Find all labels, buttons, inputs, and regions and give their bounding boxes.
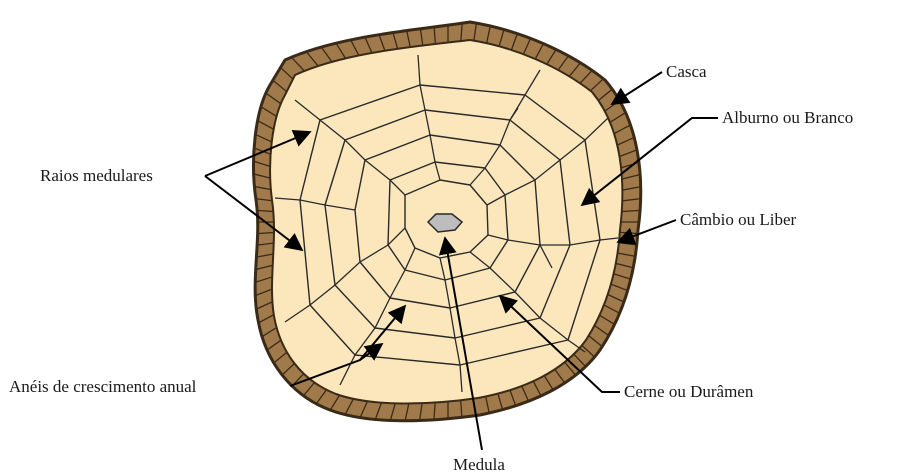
arrow-casca [612,72,662,104]
label-alburno: Alburno ou Branco [722,108,853,127]
label-cerne: Cerne ou Durâmen [624,382,754,401]
label-cambio: Câmbio ou Liber [680,210,796,229]
label-medula: Medula [453,455,505,474]
label-raios: Raios medulares [40,166,153,185]
label-casca: Casca [666,62,707,81]
label-aneis: Anéis de crescimento anual [9,377,197,396]
